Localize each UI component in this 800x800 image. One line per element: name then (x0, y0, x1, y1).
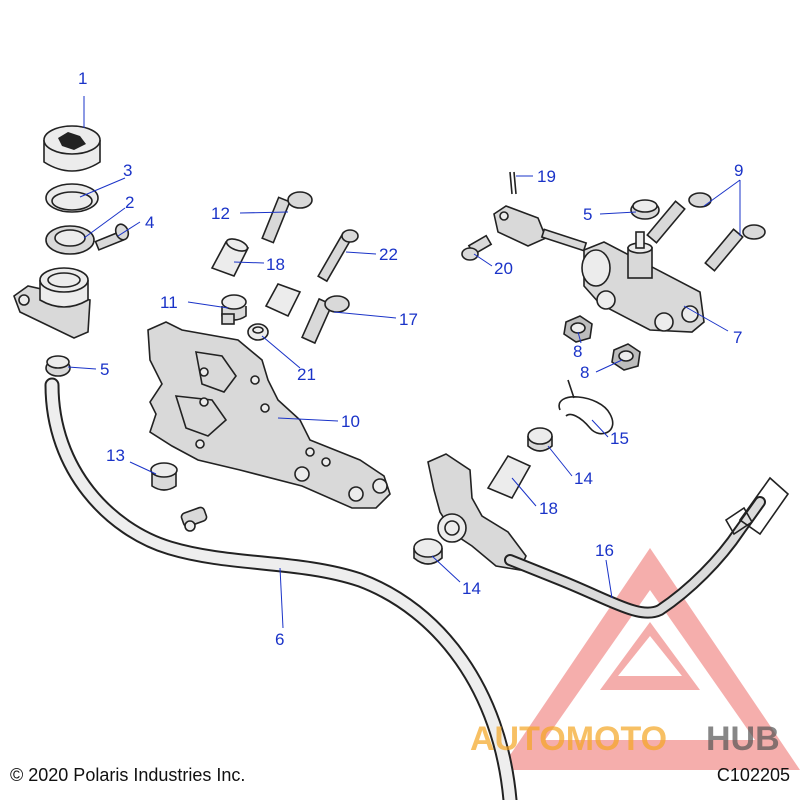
bolt-22 (317, 229, 359, 283)
callout-9: 9 (734, 161, 743, 180)
pedal (427, 453, 790, 619)
reservoir-cap (43, 125, 101, 172)
watermark-text-orange: AUTOMOTO (470, 720, 667, 758)
bushing-21 (247, 323, 269, 341)
leader-lines (67, 96, 741, 629)
callout-20: 20 (494, 259, 513, 278)
hose-clamp-small (180, 506, 208, 532)
copyright-text: © 2020 Polaris Industries Inc. (10, 765, 245, 785)
callout-8-lower: 8 (580, 363, 589, 382)
sleeve-18-middle (264, 283, 302, 318)
watermark-logo (500, 548, 800, 770)
callout-5-right: 5 (583, 205, 592, 224)
clevis-pin (461, 234, 493, 261)
watermark-text: AUTOMOTO HUB (470, 720, 780, 758)
callout-2: 2 (125, 193, 134, 212)
master-cylinder (581, 231, 705, 333)
callout-19: 19 (537, 167, 556, 186)
callout-10: 10 (341, 412, 360, 431)
callout-13: 13 (106, 446, 125, 465)
hose-clamp-right (630, 199, 660, 220)
callout-1: 1 (78, 69, 87, 88)
callout-7: 7 (733, 328, 742, 347)
diaphragm-seal (45, 225, 95, 255)
callout-11: 11 (160, 293, 178, 312)
nuts-8 (563, 315, 641, 371)
bushing-14-upper (527, 427, 553, 452)
bolt-17 (301, 295, 350, 345)
callout-21: 21 (297, 365, 316, 384)
spring (558, 379, 614, 435)
callout-14-lower: 14 (462, 579, 481, 598)
diaphragm-plate (45, 183, 99, 213)
callout-17: 17 (399, 310, 418, 329)
callout-18-upper: 18 (266, 255, 285, 274)
bushing-14-lower (413, 538, 443, 565)
sleeve-18-upper (210, 238, 250, 277)
callout-14-upper: 14 (574, 469, 593, 488)
screw-4 (94, 223, 130, 251)
callout-4: 4 (145, 213, 154, 232)
callout-16: 16 (595, 541, 614, 560)
callout-3: 3 (123, 161, 132, 180)
clevis-rod (493, 205, 588, 252)
callout-15: 15 (610, 429, 629, 448)
cotter-pin (509, 171, 517, 195)
callout-5-left: 5 (100, 360, 109, 379)
bushing-11 (221, 294, 247, 325)
reservoir-body (13, 267, 91, 339)
callout-8-upper: 8 (573, 342, 582, 361)
bolts-9 (646, 192, 766, 272)
bushing-13 (150, 462, 178, 491)
hose (44, 377, 518, 800)
hose-clamp-left (45, 355, 71, 377)
callout-12: 12 (211, 204, 230, 223)
diagram-code: C102205 (717, 765, 790, 785)
callout-18-lower: 18 (539, 499, 558, 518)
sleeve-18-lower (486, 454, 532, 500)
callout-labels: 1 2 3 4 5 5 6 7 8 8 9 10 11 12 13 14 14 … (78, 69, 743, 649)
callout-22: 22 (379, 245, 398, 264)
callout-6: 6 (275, 630, 284, 649)
watermark-text-gray: HUB (706, 720, 780, 758)
bolt-12 (261, 191, 313, 244)
bracket-plate (147, 321, 391, 509)
